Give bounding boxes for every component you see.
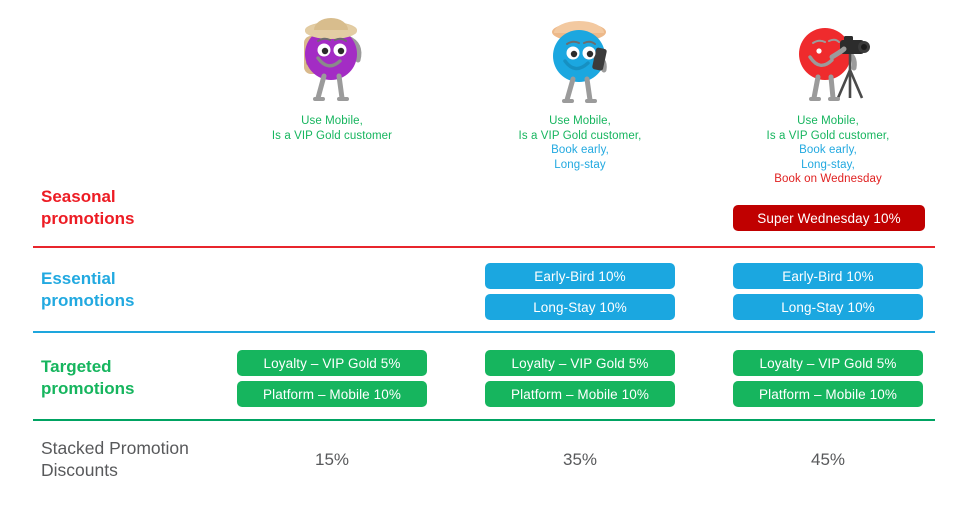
caption-line: Long-stay, bbox=[801, 158, 855, 171]
row-label-line1: Targeted bbox=[41, 357, 112, 376]
caption-line: Use Mobile, bbox=[549, 115, 611, 127]
persona-column-1: Use Mobile, Is a VIP Gold customer bbox=[222, 12, 442, 143]
row-label-line2: Discounts bbox=[41, 460, 118, 480]
red-photographer-avatar bbox=[780, 12, 876, 108]
persona-3-caption: Use Mobile, Is a VIP Gold customer, Book… bbox=[767, 114, 890, 187]
total-discount-col3: 45% bbox=[810, 450, 846, 469]
pill-long-stay-col2[interactable]: Long-Stay 10% bbox=[485, 294, 675, 320]
caption-line: Is a VIP Gold customer bbox=[271, 129, 393, 142]
row-label-line2: promotions bbox=[41, 379, 135, 398]
persona-column-2: Use Mobile, Is a VIP Gold customer, Book… bbox=[470, 12, 690, 172]
caption-line: Long-stay bbox=[554, 158, 606, 171]
row-label-essential: Essential promotions bbox=[41, 268, 231, 312]
divider-seasonal bbox=[33, 246, 935, 248]
pill-super-wednesday[interactable]: Super Wednesday 10% bbox=[733, 205, 925, 231]
caption-line: Book on Wednesday bbox=[774, 173, 882, 185]
row-label-targeted: Targeted promotions bbox=[41, 356, 231, 400]
pill-early-bird-col2[interactable]: Early-Bird 10% bbox=[485, 263, 675, 289]
pill-loyalty-col1[interactable]: Loyalty – VIP Gold 5% bbox=[237, 350, 427, 376]
row-label-line1: Seasonal bbox=[41, 187, 116, 206]
row-label-line1: Stacked Promotion bbox=[41, 438, 189, 458]
row-label-seasonal: Seasonal promotions bbox=[41, 186, 231, 230]
caption-line: Use Mobile, bbox=[797, 115, 859, 127]
pill-long-stay-col3[interactable]: Long-Stay 10% bbox=[733, 294, 923, 320]
persona-header-row: Use Mobile, Is a VIP Gold customer bbox=[0, 0, 962, 190]
pill-loyalty-col3[interactable]: Loyalty – VIP Gold 5% bbox=[733, 350, 923, 376]
caption-line: Book early, bbox=[551, 144, 609, 156]
caption-line: Book early, bbox=[799, 144, 857, 156]
divider-essential bbox=[33, 331, 935, 333]
caption-line: Use Mobile, bbox=[301, 115, 363, 127]
pill-early-bird-col3[interactable]: Early-Bird 10% bbox=[733, 263, 923, 289]
row-label-line2: promotions bbox=[41, 291, 135, 310]
pill-platform-col3[interactable]: Platform – Mobile 10% bbox=[733, 381, 923, 407]
pill-platform-col1[interactable]: Platform – Mobile 10% bbox=[237, 381, 427, 407]
caption-line: Is a VIP Gold customer, bbox=[518, 129, 642, 142]
purple-traveller-avatar bbox=[284, 12, 380, 108]
blue-mobile-avatar bbox=[532, 12, 628, 108]
divider-targeted bbox=[33, 419, 935, 421]
persona-2-caption: Use Mobile, Is a VIP Gold customer, Book… bbox=[519, 114, 642, 172]
total-discount-col1: 15% bbox=[314, 450, 350, 469]
row-label-line1: Essential bbox=[41, 269, 116, 288]
pill-loyalty-col2[interactable]: Loyalty – VIP Gold 5% bbox=[485, 350, 675, 376]
row-label-stacked-discounts: Stacked Promotion Discounts bbox=[41, 437, 271, 481]
row-label-line2: promotions bbox=[41, 209, 135, 228]
persona-column-3: Use Mobile, Is a VIP Gold customer, Book… bbox=[718, 12, 938, 187]
caption-line: Is a VIP Gold customer, bbox=[766, 129, 890, 142]
persona-1-caption: Use Mobile, Is a VIP Gold customer bbox=[272, 114, 392, 143]
total-discount-col2: 35% bbox=[562, 450, 598, 469]
pill-platform-col2[interactable]: Platform – Mobile 10% bbox=[485, 381, 675, 407]
